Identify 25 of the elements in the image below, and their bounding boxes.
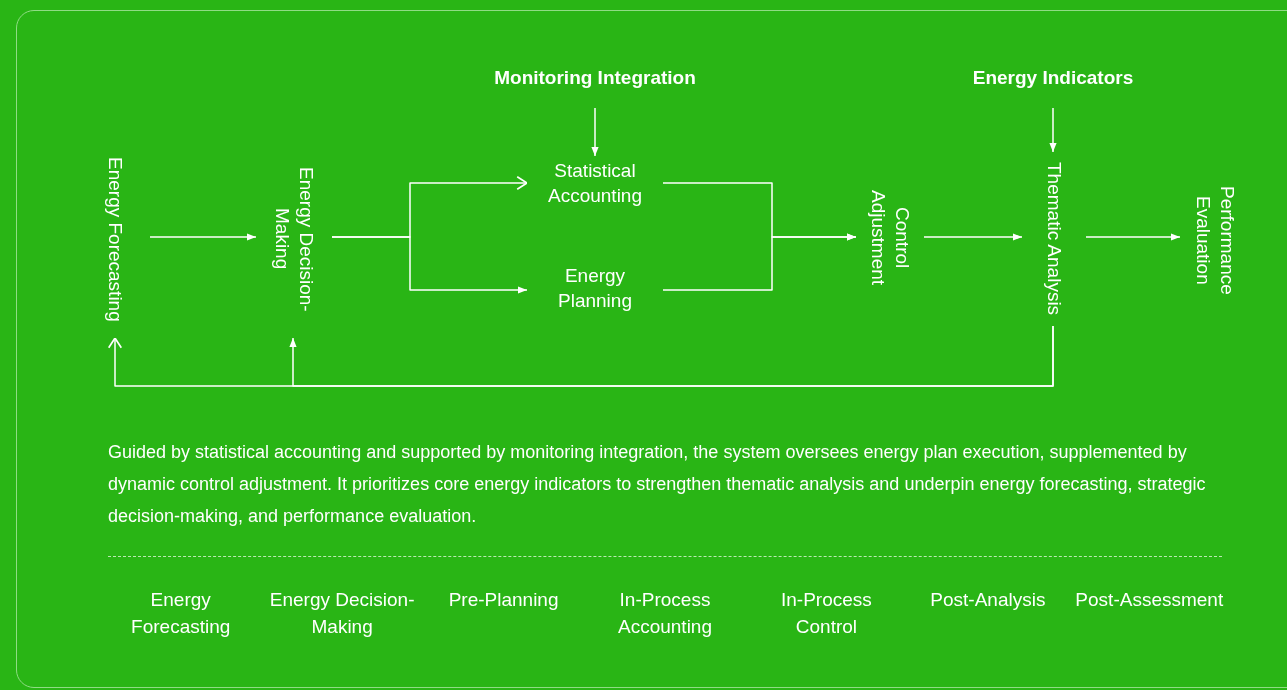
step-label: Statistical Accounting: [547, 159, 643, 208]
step-label: Energy Planning: [557, 264, 633, 313]
step-label: Energy Decision-Making: [271, 165, 318, 314]
step-label: Energy Forecasting: [104, 156, 127, 322]
description-paragraph: Guided by statistical accounting and supported by monitoring integration, the system oversees energy plan execution, supplemented by dynamic control adjustment. It prioritizes core energy indicators to strengthen thematic analysis and underpin energy forecasting, strategic decision-making, and performance evaluation.: [108, 441, 1207, 528]
step-label: Thematic Analysis: [1043, 162, 1066, 316]
section-heading: Energy Indicators: [972, 66, 1134, 90]
arrow: [1049, 107, 1057, 153]
phase-label: In-Process Control: [780, 588, 873, 639]
phase-label: Pre-Planning: [447, 588, 560, 612]
arrow: [923, 233, 1023, 241]
arrow: [289, 325, 1054, 387]
arrow: [1085, 233, 1181, 241]
arrow: [331, 236, 528, 294]
step-label: Performance Evaluation: [1192, 184, 1239, 297]
section-heading: Monitoring Integration: [494, 66, 696, 90]
phase-label: Energy Decision-Making: [268, 588, 416, 639]
arrow: [591, 107, 599, 157]
phase-label: Post-Analysis: [929, 588, 1047, 612]
phase-label: Energy Forecasting: [130, 588, 232, 639]
phase-label: In-Process Accounting: [617, 588, 713, 639]
phase-label: Post-Assessment: [1074, 588, 1225, 612]
arrow: [662, 233, 857, 291]
arrow: [149, 233, 257, 241]
step-label: Control Adjustment: [867, 189, 914, 288]
